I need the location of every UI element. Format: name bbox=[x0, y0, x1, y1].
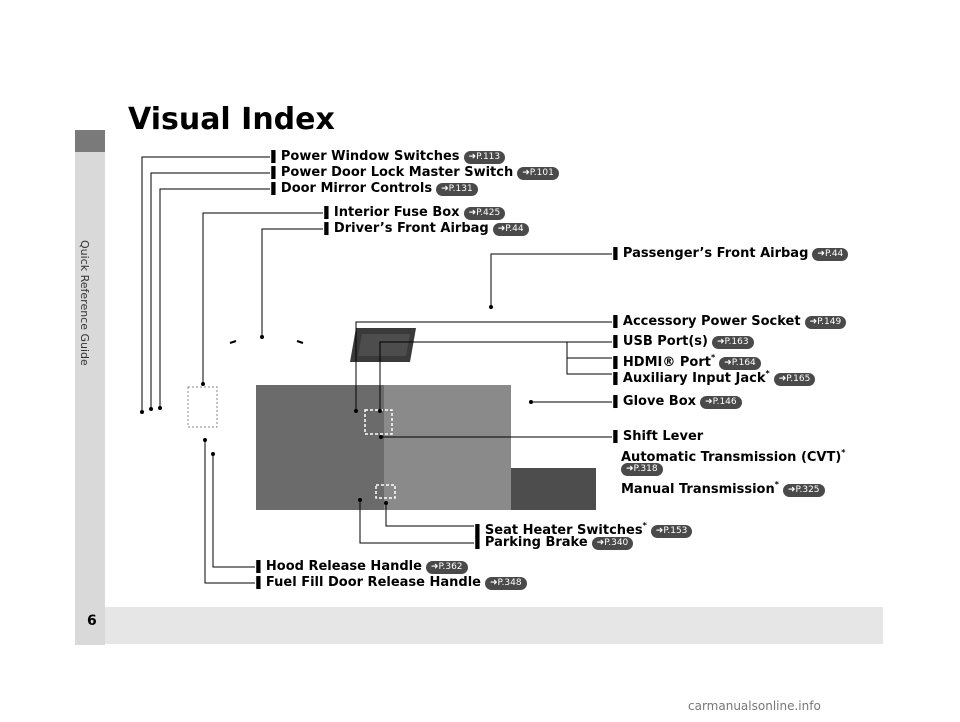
label-drivers-front-airbag[interactable]: ❚Driver’s Front Airbag➜P.44 bbox=[321, 221, 529, 237]
label-usb-ports[interactable]: ❚USB Port(s)➜P.163 bbox=[610, 334, 754, 350]
label-automatic-transmission-ref[interactable]: ➜P.318 bbox=[617, 461, 663, 477]
footer-band bbox=[105, 607, 883, 644]
dash-center-panel bbox=[384, 385, 511, 510]
label-parking-brake[interactable]: ❚Parking Brake➜P.340 bbox=[472, 535, 634, 551]
page-ref-badge[interactable]: ➜P.153 bbox=[650, 525, 693, 538]
page-ref-badge[interactable]: ➜P.164 bbox=[719, 357, 761, 370]
page-ref-badge[interactable]: ➜P.113 bbox=[463, 151, 506, 164]
label-automatic-transmission[interactable]: Automatic Transmission (CVT)* bbox=[621, 448, 846, 465]
page-ref-badge[interactable]: ➜P.425 bbox=[463, 207, 506, 220]
dash-left-panel bbox=[256, 385, 384, 510]
shift-lever-outline bbox=[364, 409, 393, 435]
label-interior-fuse-box[interactable]: ❚Interior Fuse Box➜P.425 bbox=[321, 205, 506, 221]
steering-hint bbox=[229, 340, 237, 344]
label-hood-release-handle[interactable]: ❚Hood Release Handle➜P.362 bbox=[253, 559, 468, 575]
side-strip bbox=[75, 130, 105, 645]
section-tab[interactable] bbox=[75, 130, 105, 152]
label-seat-heater-switches[interactable]: ❚Seat Heater Switches*➜P.153 bbox=[472, 518, 693, 539]
page-ref-badge[interactable]: ➜P.348 bbox=[485, 577, 527, 590]
page-ref-badge[interactable]: ➜P.44 bbox=[812, 248, 849, 261]
page-ref-badge[interactable]: ➜P.165 bbox=[773, 373, 816, 386]
label-hdmi-port[interactable]: ❚HDMI® Port*➜P.164 bbox=[610, 350, 761, 371]
label-fuel-fill-door-release-handle[interactable]: ❚Fuel Fill Door Release Handle➜P.348 bbox=[253, 575, 527, 591]
watermark: carmanualsonline.info bbox=[688, 699, 821, 713]
label-manual-transmission[interactable]: Manual Transmission*➜P.325 bbox=[621, 477, 825, 498]
page-ref-badge[interactable]: ➜P.340 bbox=[591, 537, 634, 550]
page-ref-badge[interactable]: ➜P.163 bbox=[711, 336, 754, 349]
page-ref-badge[interactable]: ➜P.44 bbox=[492, 223, 529, 236]
page-ref-badge[interactable]: ➜P.146 bbox=[700, 396, 742, 409]
seat-heater-outline bbox=[375, 484, 396, 499]
label-accessory-power-socket[interactable]: ❚Accessory Power Socket➜P.149 bbox=[610, 314, 847, 330]
label-door-mirror-controls[interactable]: ❚Door Mirror Controls➜P.131 bbox=[268, 181, 478, 197]
label-shift-lever: ❚Shift Lever bbox=[610, 429, 704, 444]
label-auxiliary-input-jack[interactable]: ❚Auxiliary Input Jack*➜P.165 bbox=[610, 366, 816, 387]
page-number: 6 bbox=[87, 613, 97, 629]
page-ref-badge[interactable]: ➜P.131 bbox=[436, 183, 478, 196]
label-glove-box[interactable]: ❚Glove Box➜P.146 bbox=[610, 394, 742, 410]
dash-right-panel bbox=[511, 468, 596, 510]
label-power-door-lock-master-switch[interactable]: ❚Power Door Lock Master Switch➜P.101 bbox=[268, 165, 559, 181]
page-ref-badge[interactable]: ➜P.101 bbox=[517, 167, 559, 180]
label-power-window-switches[interactable]: ❚Power Window Switches➜P.113 bbox=[268, 149, 506, 165]
fuse-box-outline bbox=[187, 386, 218, 428]
page-title: Visual Index bbox=[128, 102, 335, 137]
page-ref-badge[interactable]: ➜P.318 bbox=[621, 463, 663, 476]
label-passengers-front-airbag[interactable]: ❚Passenger’s Front Airbag➜P.44 bbox=[610, 246, 849, 262]
page-ref-badge[interactable]: ➜P.362 bbox=[425, 561, 468, 574]
page-ref-badge[interactable]: ➜P.325 bbox=[782, 484, 825, 497]
page-ref-badge[interactable]: ➜P.149 bbox=[804, 316, 847, 329]
